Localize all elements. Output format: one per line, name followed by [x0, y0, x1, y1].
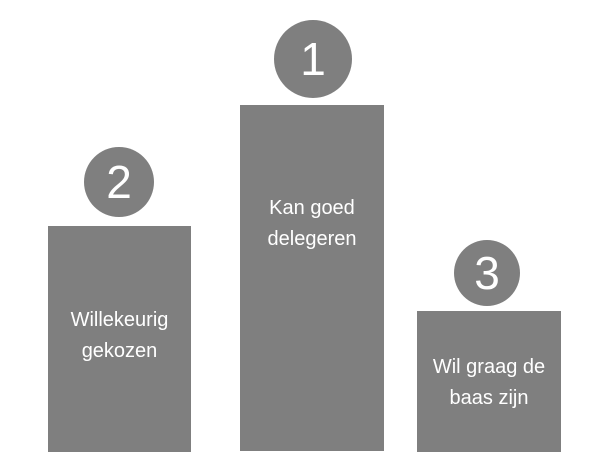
- podium-block-1-label: Kan goed delegeren: [268, 193, 357, 255]
- rank-2-badge: 2: [84, 147, 154, 217]
- podium-block-1-line-1: Kan goed: [269, 197, 355, 219]
- rank-1-number: 1: [300, 33, 326, 85]
- podium-block-3: Wil graag de baas zijn: [417, 311, 561, 452]
- rank-2-number: 2: [106, 156, 132, 208]
- podium-block-2-label: Willekeurig gekozen: [71, 305, 169, 367]
- rank-3-number: 3: [474, 247, 500, 299]
- podium-block-1: Kan goed delegeren: [240, 105, 384, 451]
- podium-block-3-line-1: Wil graag de: [432, 355, 546, 378]
- rank-1-badge: 1: [274, 20, 352, 98]
- podium-block-3-label: Wil graag de baas zijn: [433, 352, 545, 414]
- podium-block-2-line-2: gekozen: [81, 340, 158, 362]
- podium-block-2: Willekeurig gekozen: [48, 226, 191, 452]
- podium-block-2-line-1: Willekeurig: [70, 309, 169, 331]
- rank-3-badge: 3: [454, 240, 520, 306]
- podium-block-3-line-2: baas zijn: [449, 386, 529, 409]
- podium-block-1-line-2: delegeren: [267, 228, 357, 250]
